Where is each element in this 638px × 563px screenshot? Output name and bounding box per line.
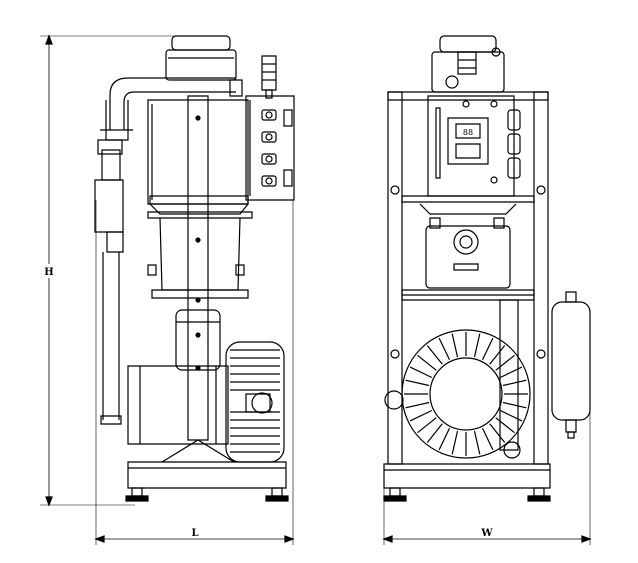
height-dimension: H: [40, 36, 180, 505]
height-label: H: [44, 267, 53, 278]
side-center-column: [188, 96, 208, 440]
fan-fin: [406, 380, 429, 385]
side-top-motor: [166, 36, 242, 96]
fan-fin: [490, 424, 505, 443]
fan-fin: [418, 418, 437, 433]
side-filter-cartridge: [95, 140, 123, 424]
front-side-tank: [552, 292, 590, 438]
fan-fin: [452, 431, 457, 454]
length-dimension: L: [96, 200, 293, 545]
fan-fin: [503, 380, 526, 385]
side-suction-pipe: [100, 78, 236, 140]
front-frame: [388, 92, 548, 464]
fan-fin: [490, 346, 505, 365]
fan-fin: [427, 424, 442, 443]
fan-fin: [427, 346, 442, 365]
fan-fin: [439, 428, 449, 450]
width-label: W: [480, 528, 493, 539]
width-dimension: W: [384, 400, 590, 545]
front-base: [384, 464, 550, 501]
side-control-box: [246, 56, 294, 200]
side-hopper: [148, 100, 252, 298]
fan-fin: [406, 403, 429, 408]
front-hopper: [420, 204, 516, 288]
fan-fin: [496, 418, 515, 433]
fan-fin: [475, 334, 480, 357]
fan-fin: [496, 355, 515, 370]
length-label: L: [191, 528, 198, 539]
fan-fin: [439, 338, 449, 360]
fan-fin: [452, 334, 457, 357]
front-view: 88: [384, 36, 590, 501]
side-base: [126, 440, 288, 501]
svg-text:88: 88: [463, 128, 473, 137]
fan-fin: [500, 411, 522, 421]
side-blower-motor: [128, 366, 228, 444]
fan-fin: [475, 431, 480, 454]
side-fan-housing: [226, 342, 284, 462]
fan-fin: [410, 367, 432, 377]
front-control-box: 88: [428, 96, 520, 196]
fan-fin: [483, 428, 493, 450]
front-blower-fan: [385, 330, 530, 458]
side-view: [95, 36, 294, 501]
side-receiver: [176, 310, 220, 370]
fan-fin: [410, 411, 432, 421]
front-top-motor: [432, 36, 504, 92]
fan-fin: [500, 367, 522, 377]
fan-fin: [483, 338, 493, 360]
fan-fin: [418, 355, 437, 370]
fan-fin: [503, 403, 526, 408]
